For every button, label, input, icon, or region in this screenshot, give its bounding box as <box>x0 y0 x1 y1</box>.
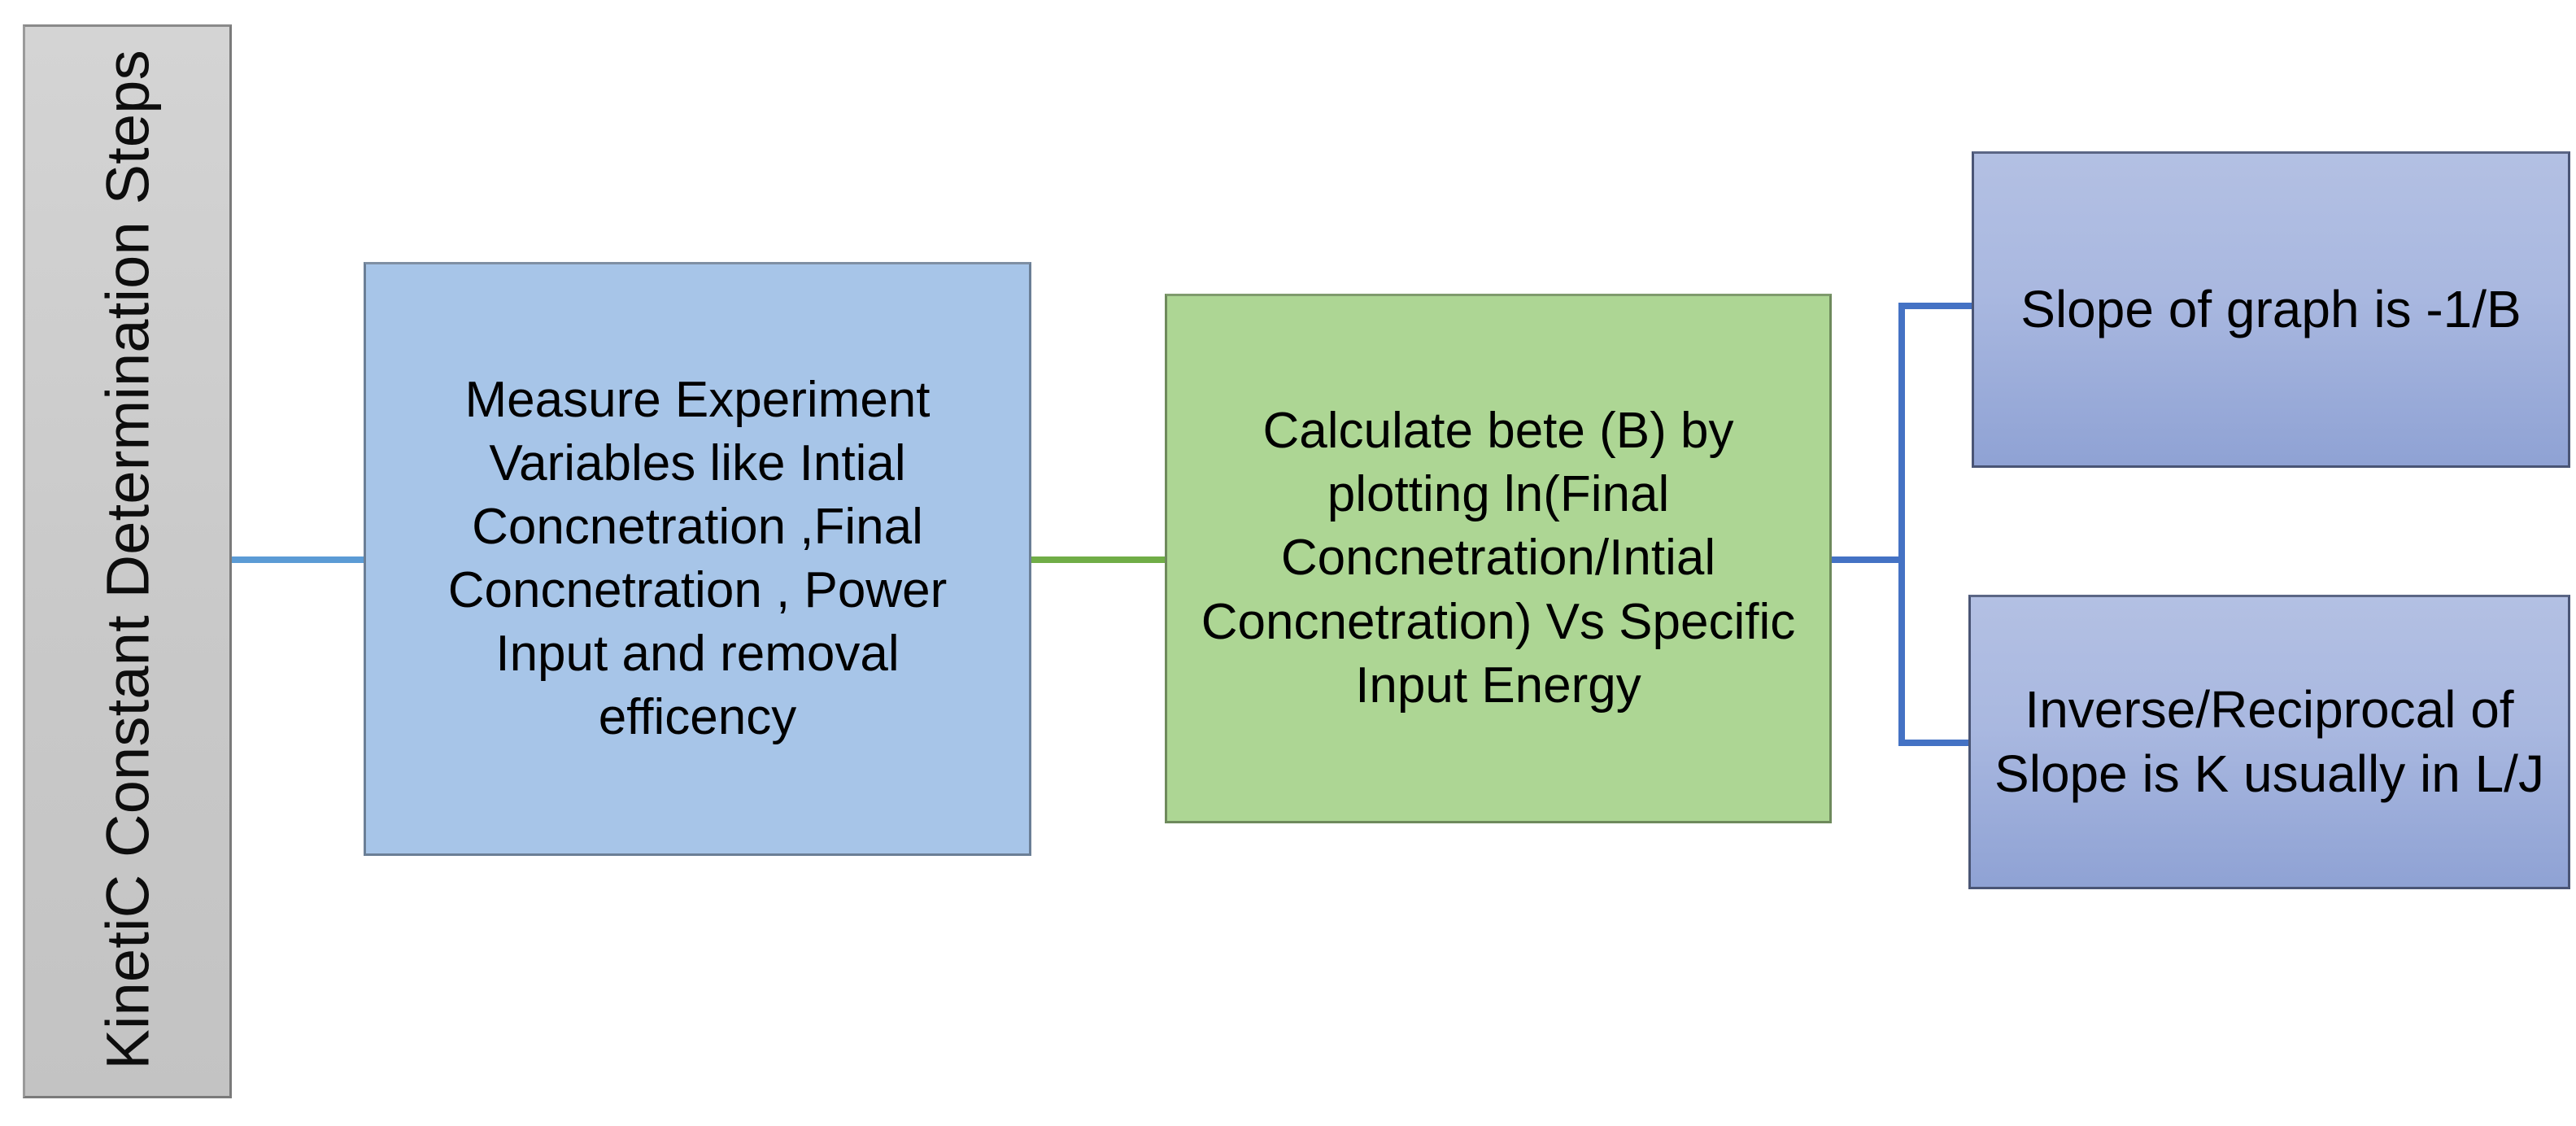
vertical-banner: KinetiC Constant Determination Steps <box>23 24 232 1098</box>
connector-branch-to-result2 <box>1898 740 1972 746</box>
banner-label: KinetiC Constant Determination Steps <box>93 50 161 1071</box>
process-node-label: Calculate bete (B) by plotting ln(Final … <box>1201 403 1796 714</box>
result-node-label: Slope of graph is -1/B <box>2020 279 2522 338</box>
process-node-measure-variables[interactable]: Measure Experiment Variables like Intial… <box>364 262 1031 856</box>
connector-banner-to-step1 <box>230 556 365 563</box>
result-node-slope[interactable]: Slope of graph is -1/B <box>1972 151 2570 468</box>
connector-step1-to-step2 <box>1030 556 1166 563</box>
result-node-label: Inverse/Reciprocal of Slope is K usually… <box>1994 679 2544 803</box>
connector-step2-stub <box>1830 556 1905 563</box>
connector-branch-vertical <box>1898 303 1905 746</box>
connector-branch-to-result1 <box>1898 303 1975 309</box>
process-node-label: Measure Experiment Variables like Intial… <box>447 371 948 746</box>
result-node-reciprocal[interactable]: Inverse/Reciprocal of Slope is K usually… <box>1968 595 2570 889</box>
process-node-calculate-beta[interactable]: Calculate bete (B) by plotting ln(Final … <box>1165 294 1832 823</box>
